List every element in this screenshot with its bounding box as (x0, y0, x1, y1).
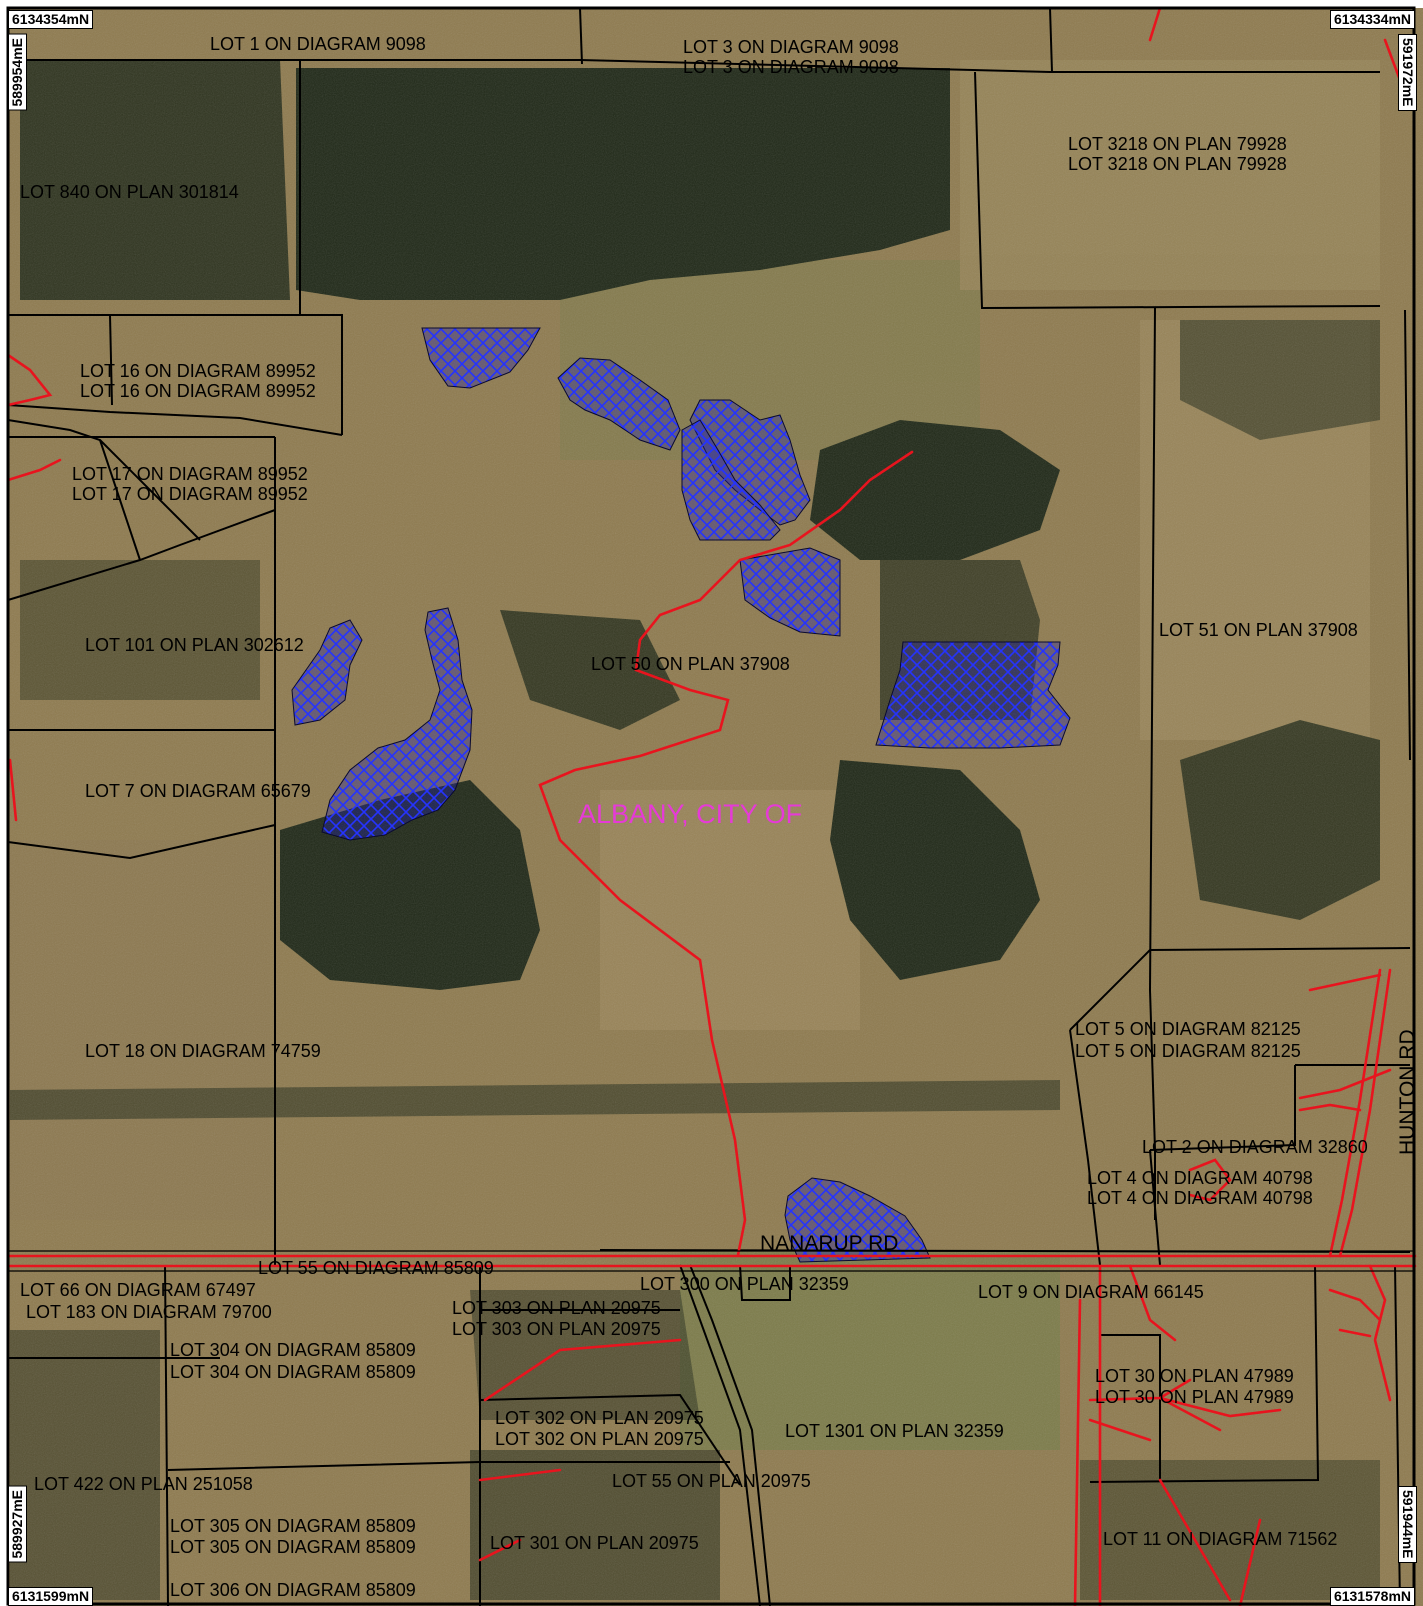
track-right-1 (1308, 973, 1382, 992)
lot-label: LOT 18 ON DIAGRAM 74759 (85, 1041, 321, 1061)
track-south-7 (1073, 1298, 1082, 1606)
lot-label: LOT 11 ON DIAGRAM 71562 (1103, 1529, 1337, 1549)
track-south-9 (478, 1538, 522, 1562)
hatch-area-6 (875, 641, 1071, 749)
hatch-area-5 (739, 547, 841, 637)
lot-label: LOT 16 ON DIAGRAM 89952 (80, 381, 316, 401)
lot-label: LOT 840 ON PLAN 301814 (20, 182, 239, 202)
road-hunton (1328, 968, 1392, 1258)
lot-label: LOT 422 ON PLAN 251058 (34, 1474, 253, 1494)
lot-label: LOT 55 ON PLAN 20975 (612, 1471, 811, 1491)
lot-label: LOT 5 ON DIAGRAM 82125 (1075, 1019, 1301, 1039)
lga-label: ALBANY, CITY OF (578, 799, 802, 829)
track-main (538, 450, 914, 1257)
lot-label: LOT 16 ON DIAGRAM 89952 (80, 361, 316, 381)
corner-bottom-right-northing: 6131578mN (1329, 1587, 1415, 1606)
hatch-area-2 (557, 357, 681, 451)
track-south-5 (1368, 1264, 1392, 1402)
lot-label: LOT 183 ON DIAGRAM 79700 (26, 1302, 272, 1322)
lot-label: LOT 17 ON DIAGRAM 89952 (72, 484, 308, 504)
lot-label: LOT 3218 ON PLAN 79928 (1068, 154, 1287, 174)
lot-label: LOT 304 ON DIAGRAM 85809 (170, 1340, 416, 1360)
corner-top-left-northing: 6134354mN (8, 10, 94, 29)
lot-label: LOT 3 ON DIAGRAM 9098 (683, 57, 899, 77)
track-left-2 (6, 458, 62, 482)
lot-label: LOT 303 ON PLAN 20975 (452, 1319, 661, 1339)
lot-label: LOT 1 ON DIAGRAM 9098 (210, 34, 426, 54)
lot-label: LOT 17 ON DIAGRAM 89952 (72, 464, 308, 484)
lot-label: LOT 5 ON DIAGRAM 82125 (1075, 1041, 1301, 1061)
corner-left-top-easting: 589954mE (8, 34, 27, 111)
track-south-3 (1128, 1264, 1177, 1342)
lot-label: LOT 2 ON DIAGRAM 32860 (1142, 1137, 1368, 1157)
corner-top-right-northing: 6134334mN (1329, 10, 1415, 29)
lot-label: LOT 66 ON DIAGRAM 67497 (20, 1280, 256, 1300)
hatch-area-1 (421, 327, 541, 389)
lot-label: LOT 50 ON PLAN 37908 (591, 654, 790, 674)
corner-left-bottom-easting: 589927mE (8, 1486, 27, 1563)
track-left-3 (8, 758, 18, 822)
track-south-6 (1158, 1478, 1262, 1606)
lot-label: LOT 30 ON PLAN 47989 (1095, 1387, 1294, 1407)
track-top-right (1148, 6, 1402, 82)
lot-label: LOT 9 ON DIAGRAM 66145 (978, 1282, 1204, 1302)
lot-label: LOT 55 ON DIAGRAM 85809 (258, 1258, 494, 1278)
hatch-area-8 (321, 607, 473, 841)
lot-label: LOT 51 ON PLAN 37908 (1159, 620, 1358, 640)
lot-label: LOT 301 ON PLAN 20975 (490, 1533, 699, 1553)
lot-label: LOT 306 ON DIAGRAM 85809 (170, 1580, 416, 1600)
lot-label: LOT 101 ON PLAN 302612 (85, 635, 304, 655)
lot-label: LOT 302 ON PLAN 20975 (495, 1408, 704, 1428)
map-frame (6, 6, 1416, 1606)
road-label-nanarup: NANARUP RD (760, 1232, 898, 1255)
lot-label: LOT 30 ON PLAN 47989 (1095, 1366, 1294, 1386)
lot-label: LOT 302 ON PLAN 20975 (495, 1429, 704, 1449)
road-nanarup (6, 1254, 1417, 1268)
track-south-4 (1328, 1288, 1382, 1338)
track-south-2 (1088, 1378, 1282, 1442)
corner-bottom-left-northing: 6131599mN (8, 1587, 94, 1606)
hatch-area-4 (681, 419, 781, 541)
lot-label: LOT 1301 ON PLAN 32359 (785, 1421, 1004, 1441)
corner-right-top-easting: 591972mE (1398, 34, 1417, 111)
track-right-2 (1298, 1068, 1392, 1100)
track-right-3 (1298, 1103, 1362, 1112)
lot-label: LOT 4 ON DIAGRAM 40798 (1087, 1188, 1313, 1208)
road-label-hunton: HUNTON RD (1396, 1029, 1419, 1155)
lot-label: LOT 303 ON PLAN 20975 (452, 1298, 661, 1318)
lot-label: LOT 3218 ON PLAN 79928 (1068, 134, 1287, 154)
aerial-texture (8, 8, 1423, 1606)
lot-label: LOT 4 ON DIAGRAM 40798 (1087, 1168, 1313, 1188)
lot-label: LOT 7 ON DIAGRAM 65679 (85, 781, 311, 801)
roads[interactable] (6, 6, 1417, 1606)
hatch-area-9 (784, 1177, 931, 1263)
hatched-vegetation-areas[interactable] (291, 327, 1071, 1263)
lot-label: LOT 305 ON DIAGRAM 85809 (170, 1537, 416, 1557)
road-outline (8, 1250, 1415, 1272)
track-lot4 (1188, 1158, 1232, 1202)
lot-label: LOT 304 ON DIAGRAM 85809 (170, 1362, 416, 1382)
track-south-8 (478, 1338, 682, 1482)
lot-label: LOT 3 ON DIAGRAM 9098 (683, 37, 899, 57)
corner-right-bottom-easting: 591944mE (1398, 1486, 1417, 1563)
lot-label: LOT 300 ON PLAN 32359 (640, 1274, 849, 1294)
track-left-1 (6, 353, 53, 407)
hatch-area-7 (291, 619, 363, 726)
lot-label: LOT 305 ON DIAGRAM 85809 (170, 1516, 416, 1536)
